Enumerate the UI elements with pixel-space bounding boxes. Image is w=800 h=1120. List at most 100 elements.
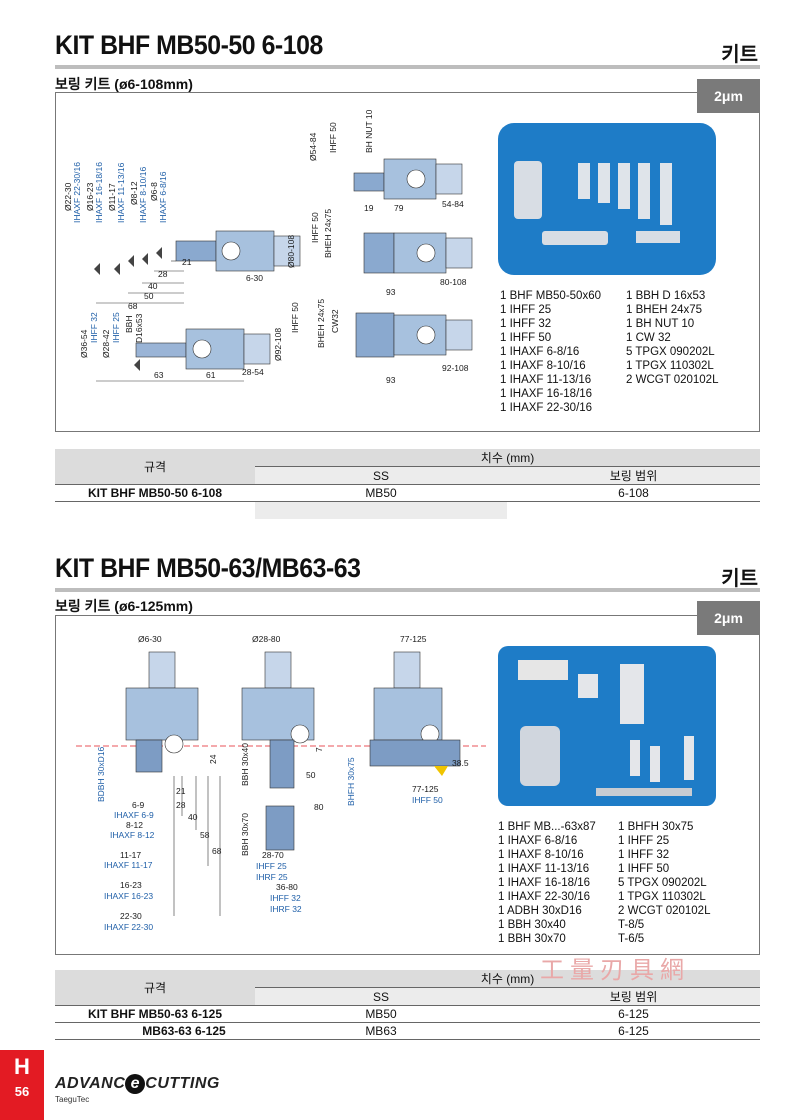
col-range: 보링 범위 [507, 466, 760, 485]
contents-item: 2 WCGT 020102L [626, 374, 719, 386]
contents-item: 1 IHAXF 16-18/16 [500, 388, 593, 400]
label-ihaxf-16-23: IHAXF 16-23 [104, 891, 153, 901]
row-name: KIT BHF MB50-50 6-108 [55, 484, 255, 502]
contents-item: 1 IHFF 50 [618, 863, 670, 875]
contents-item: 2 WCGT 020102L [618, 905, 711, 917]
label-ihaxf-22-30: IHAXF 22-30 [104, 922, 153, 932]
row-name: KIT BHF MB50-63 6-125 [55, 1005, 255, 1023]
dim-50: 50 [144, 291, 154, 301]
contents-item: 1 TPGX 110302L [618, 891, 706, 903]
contents-item: 1 IHAXF 6-8/16 [500, 346, 580, 358]
section-subtitle-2: 보링 키트 (ø6-125mm) [55, 598, 193, 614]
dim-50b: 50 [306, 770, 316, 780]
label-ihrf-25: IHRF 25 [256, 872, 288, 882]
contents-column-1b: 1 BHF MB...-63x87 1 IHAXF 6-8/16 1 IHAXF 8… [498, 820, 596, 946]
boring-kit-drawing-2: Ø6-30 Ø28-80 77-125 BDBH 30xD16 24 6-9 2… [76, 634, 486, 932]
dim-40: 40 [148, 281, 158, 291]
dim-7: 7 [314, 747, 324, 752]
label-bh-nut: BH NUT 10 [364, 109, 374, 153]
label-ihrf-32: IHRF 32 [270, 904, 302, 914]
label-bheh-24x75-b: BHEH 24x75 [316, 299, 326, 348]
label-ihaxf-22-30: IHAXF 22-30/16 [72, 162, 82, 223]
contents-item: 1 IHAXF 22-30/16 [498, 891, 591, 903]
label-d36-54: Ø36-54 [79, 329, 89, 358]
range-22-30: 22-30 [120, 911, 142, 921]
contents-item: T-8/5 [618, 919, 645, 931]
label-ihff-50d: IHFF 50 [412, 795, 443, 805]
range-8-12: 8-12 [126, 820, 143, 830]
label-d6-8: Ø6-8 [149, 182, 159, 201]
label-bhfh-30x75: BHFH 30x75 [346, 757, 356, 806]
dim-79: 79 [394, 203, 404, 213]
row-range: 6-125 [507, 1022, 760, 1040]
contents-item: 1 IHFF 32 [618, 849, 670, 861]
boring-head-1 [125, 651, 199, 773]
range-92-108: 92-108 [442, 363, 469, 373]
col-ss: SS [255, 466, 507, 485]
label-ihff-50-c: IHFF 50 [290, 302, 300, 333]
label-77-125: 77-125 [400, 634, 427, 644]
boring-head-large-1 [353, 158, 463, 200]
kit-case-photo-2 [498, 646, 716, 806]
contents-item: 1 CW 32 [626, 332, 671, 344]
dim-68: 68 [128, 301, 138, 311]
contents-item: 1 IHAXF 11-13/16 [500, 374, 592, 386]
spec-header-2: 규격 [55, 970, 255, 1006]
label-ihaxf-8-12: IHAXF 8-12 [110, 830, 155, 840]
dim-58: 58 [200, 830, 210, 840]
page-title-kit-mb50-63: KIT BHF MB50-63/MB63-63 [55, 553, 361, 583]
boring-head-bar-drawing [134, 328, 271, 371]
range-80-108: 80-108 [440, 277, 467, 287]
row-ss: MB50 [255, 484, 507, 502]
contents-item: 1 IHAXF 8-10/16 [498, 849, 584, 861]
page-number: 56 [14, 1084, 30, 1099]
range-6-9: 6-9 [132, 800, 145, 810]
watermark: 工量刃具網 [540, 957, 690, 984]
dim-19: 19 [364, 203, 374, 213]
label-ihaxf-8-10: IHAXF 8-10/16 [138, 167, 148, 223]
contents-item: 1 IHFF 25 [500, 304, 552, 316]
contents-item: 1 BHF MB...-63x87 [498, 821, 596, 833]
label-d16x53: D16x53 [134, 313, 144, 343]
label-d8-12: Ø8-12 [129, 181, 139, 205]
dim-28b: 28 [176, 800, 186, 810]
contents-item: 1 IHAXF 6-8/16 [498, 835, 578, 847]
dim-21b: 21 [176, 786, 186, 796]
page-title-kit-mb50-50: KIT BHF MB50-50 6-108 [55, 30, 323, 60]
contents-item: 1 IHFF 32 [500, 318, 552, 330]
spec-table-2: 규격 치수 (mm) SS 보링 범위 KIT BHF MB50-63 6-12… [55, 970, 760, 1040]
range-77-125b: 77-125 [412, 784, 439, 794]
label-d16-23: Ø16-23 [85, 182, 95, 211]
dim-header-2: 치수 (mm) [255, 970, 760, 988]
label-bdbh: BDBH 30xD16 [96, 746, 106, 802]
dim-24: 24 [208, 754, 218, 764]
accuracy-badge: 2μm [697, 79, 760, 113]
contents-item: 1 BHFH 30x75 [618, 821, 694, 833]
row-name: MB63-63 6-125 [55, 1022, 255, 1040]
table-row: KIT BHF MB50-63 6-125 MB50 6-125 [55, 1005, 760, 1023]
label-ihff-32: IHFF 32 [89, 312, 99, 343]
range-16-23: 16-23 [120, 880, 142, 890]
label-d28-80: Ø28-80 [252, 634, 281, 644]
label-ihaxf-11-17: IHAXF 11-17 [104, 860, 153, 870]
label-bbh-30x40: BBH 30x40 [240, 743, 250, 786]
row-range: 6-125 [507, 1005, 760, 1023]
contents-item: T-6/5 [618, 933, 645, 945]
label-ihff-25b: IHFF 25 [256, 861, 287, 871]
label-d92-108: Ø92-108 [273, 328, 283, 361]
label-d22-30: Ø22-30 [63, 182, 73, 211]
contents-item: 1 BHF MB50-50x60 [500, 290, 601, 302]
boring-head-large-2 [363, 232, 473, 274]
insert-diameter-labels: Ø22-30 IHAXF 22-30/16 Ø16-23 IHAXF 16-18… [63, 162, 168, 223]
contents-item: 1 IHAXF 22-30/16 [500, 402, 593, 414]
section-subtitle: 보링 키트 (ø6-108mm) [55, 76, 193, 92]
label-ihff-50-b: IHFF 50 [310, 212, 320, 243]
row-range: 6-108 [507, 484, 760, 502]
dim-lines-left [173, 776, 221, 916]
label-bbh-30x70: BBH 30x70 [240, 813, 250, 856]
section-tab: H 56 [0, 1050, 44, 1120]
contents-item: 5 TPGX 090202L [626, 346, 715, 358]
kit-contents-list-2: 1 BHF MB...-63x87 1 IHAXF 6-8/16 1 IHAXF 8… [498, 820, 758, 950]
dim-38-5: 38.5 [452, 758, 469, 768]
